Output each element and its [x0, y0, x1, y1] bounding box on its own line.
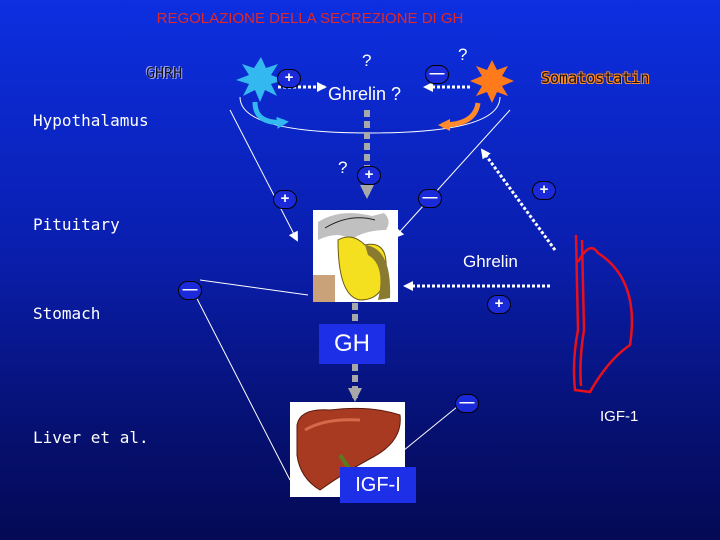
stomach-to-pituitary-line [199, 279, 309, 296]
plus-badge: + [277, 69, 301, 88]
plus-badge: + [532, 181, 556, 200]
gh-label: GH [319, 324, 385, 364]
liver-label: Liver et al. [33, 428, 149, 447]
ghrelin-question-label: Ghrelin ? [328, 84, 402, 104]
hypothalamus-label: Hypothalamus [33, 111, 149, 130]
somatostatin-label: Somatostatin [541, 69, 650, 87]
stomach-label: Stomach [33, 304, 101, 323]
plus-badge: + [487, 295, 511, 314]
page-title: REGOLAZIONE DELLA SECREZIONE DI GH [156, 10, 464, 27]
igf1-label: IGF-1 [600, 408, 639, 425]
stomach-outline-icon [572, 234, 634, 394]
ghrh-to-pituitary-line [229, 109, 298, 242]
somatostatin-release-arrow [438, 102, 481, 131]
minus-badge: — [425, 65, 449, 84]
ghrh-burst-icon [236, 57, 284, 102]
plus-badge: + [357, 166, 381, 185]
ghrelin-side-label: Ghrelin [463, 252, 518, 271]
pituitary-label: Pituitary [33, 215, 120, 234]
minus-badge: — [418, 189, 442, 208]
question-mark: ? [338, 158, 348, 177]
igf1-to-somato-arrow [480, 148, 557, 251]
pituitary-image [313, 210, 398, 302]
somato-to-pituitary-line [393, 109, 511, 239]
minus-badge: — [455, 394, 479, 413]
somatostatin-burst-icon [470, 60, 514, 103]
question-mark: ? [458, 45, 468, 64]
ghrh-label: GHRH [146, 64, 183, 82]
ghrh-release-arrow [252, 101, 289, 129]
plus-badge: + [273, 190, 297, 209]
minus-badge: — [178, 281, 202, 300]
igf-i-label: IGF-I [340, 467, 416, 503]
question-mark: ? [362, 51, 372, 70]
liver-to-stomach-line [189, 284, 291, 481]
